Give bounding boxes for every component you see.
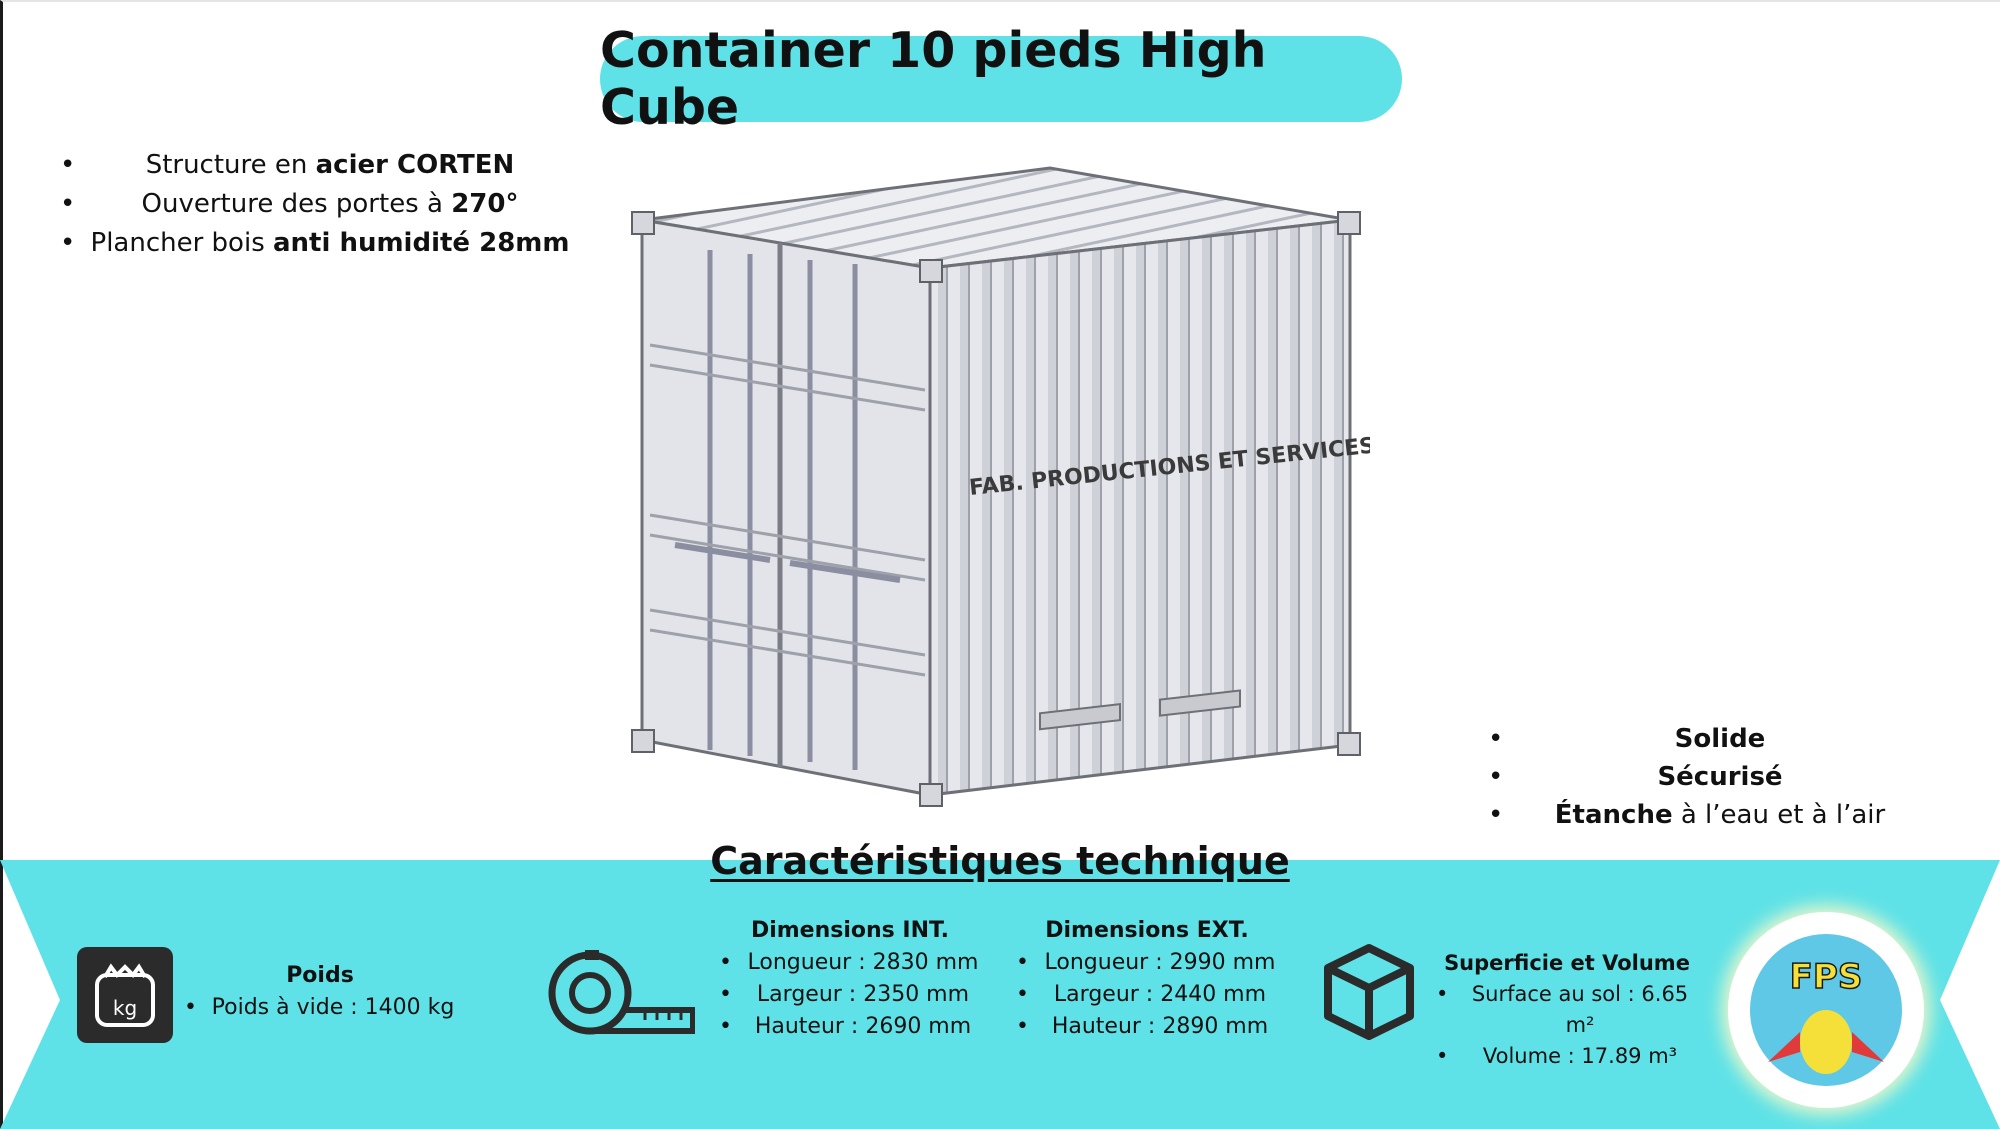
weight-kg-icon: kg [77,947,173,1043]
spec-dim-int: Dimensions INT. Longueur : 2830 mm Large… [715,915,985,1043]
features-right-list: Solide Sécurisé Étanche à l’eau et à l’a… [1480,720,1920,834]
feature-secure: Sécurisé [1480,758,1920,796]
svg-text:kg: kg [113,996,137,1020]
cube-icon [1324,944,1414,1040]
spec-dim-ext: Dimensions EXT. Longueur : 2990 mm Large… [1012,915,1282,1043]
feature-floor: Plancher bois anti humidité 28mm [50,224,570,263]
spec-area-volume: Superficie et Volume Surface au sol : 6.… [1432,948,1702,1072]
spec-area-surface: Surface au sol : 6.65 m² [1432,979,1702,1041]
page-title: Container 10 pieds High Cube [600,22,1267,136]
fps-logo-text: FPS [1790,957,1863,997]
spec-weight: Poids Poids à vide : 1400 kg [180,960,460,1024]
spec-dim-int-head: Dimensions INT. [750,918,950,943]
container-illustration: FAB. PRODUCTIONS ET SERVICES [631,166,1370,807]
spec-dim-int-height: Hauteur : 2690 mm [715,1011,985,1043]
spec-dim-ext-width: Largeur : 2440 mm [1012,979,1282,1011]
feature-structure: Structure en acier CORTEN [50,146,570,185]
spec-area-head: Superficie et Volume [1444,951,1690,975]
feature-waterproof: Étanche à l’eau et à l’air [1480,796,1920,834]
spec-area-volume-item: Volume : 17.89 m³ [1432,1041,1702,1072]
spec-weight-item: Poids à vide : 1400 kg [180,992,460,1024]
spec-weight-head: Poids [286,963,354,988]
features-left-list: Structure en acier CORTEN Ouverture des … [50,146,570,263]
spec-dim-ext-height: Hauteur : 2890 mm [1012,1011,1282,1043]
spec-dim-ext-head: Dimensions EXT. [1045,918,1249,943]
tape-measure-icon [548,950,695,1035]
spec-dim-int-length: Longueur : 2830 mm [715,947,985,979]
title-pill: Container 10 pieds High Cube [600,22,1402,136]
section-title: Caractéristiques technique [710,839,1290,883]
spec-dim-ext-length: Longueur : 2990 mm [1012,947,1282,979]
feature-solid: Solide [1480,720,1920,758]
spec-dim-int-width: Largeur : 2350 mm [715,979,985,1011]
feature-doors: Ouverture des portes à 270° [50,185,570,224]
fps-logo: FPS [1728,912,1924,1108]
